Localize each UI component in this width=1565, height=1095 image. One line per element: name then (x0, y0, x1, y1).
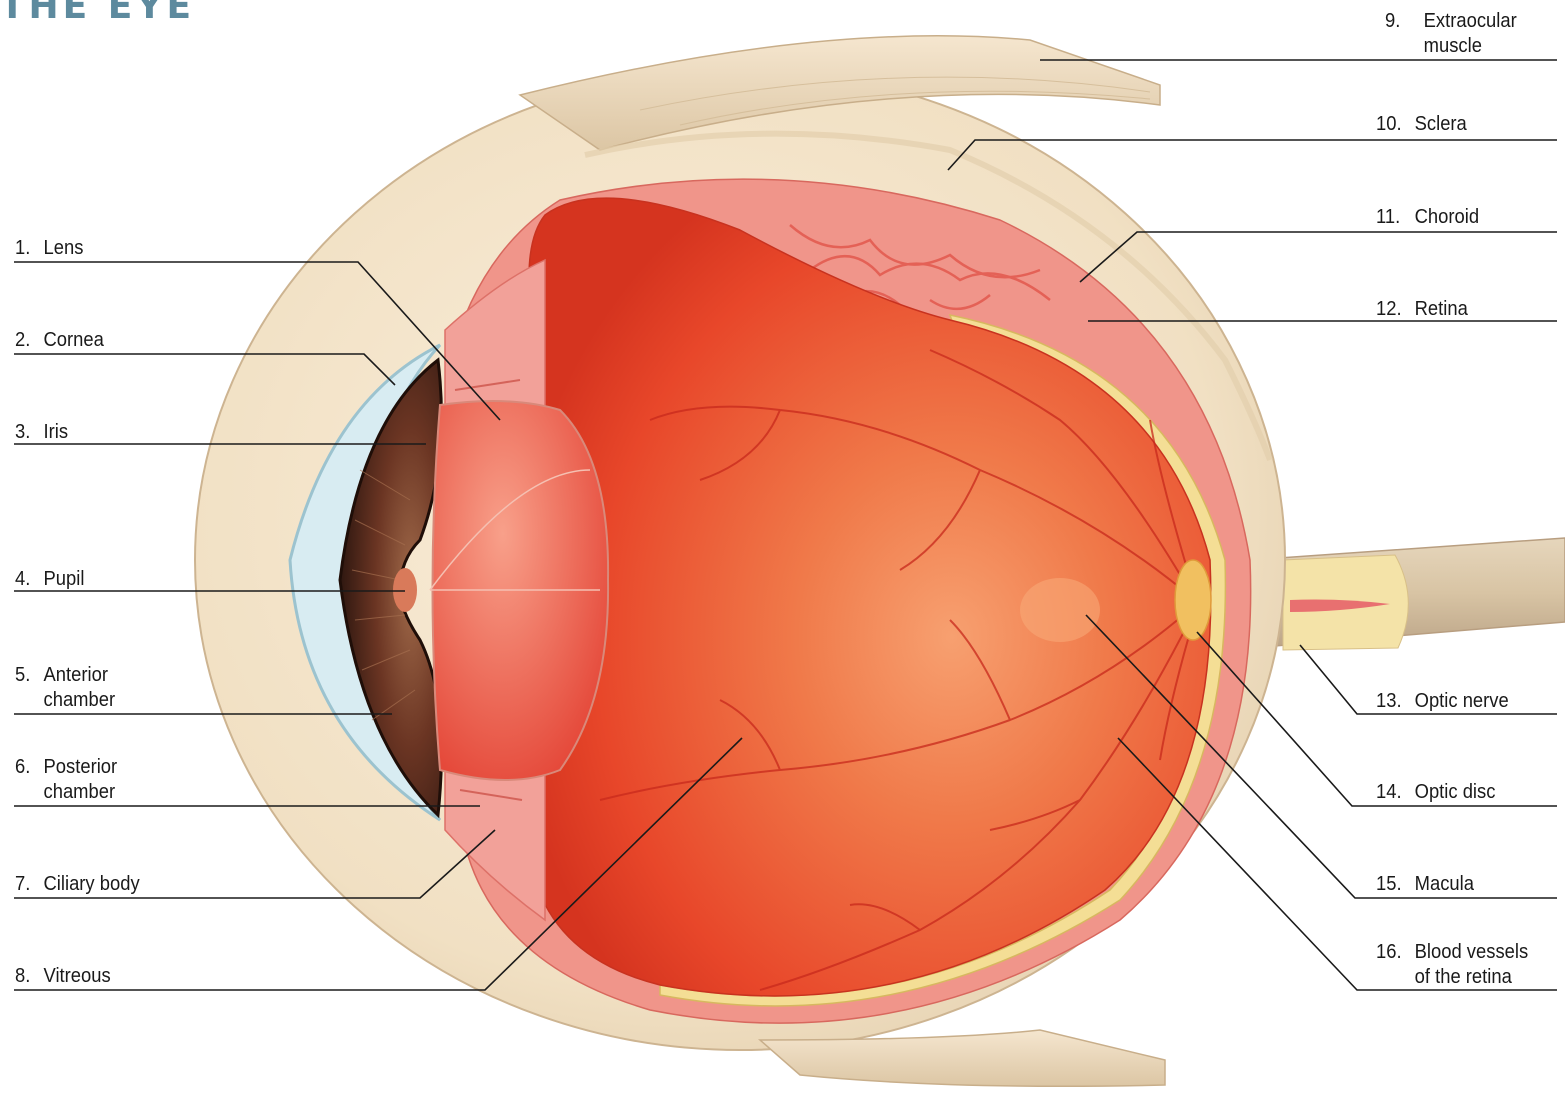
label-number: 1. (15, 236, 44, 261)
label-number: 7. (15, 872, 44, 897)
label-text: Cornea (44, 329, 104, 351)
label-iris: 3.Iris (15, 420, 68, 445)
page-title: THE EYE (0, 0, 195, 27)
label-sclera: 10.Sclera (1376, 112, 1467, 137)
label-text-line2: of the retina (1376, 965, 1528, 990)
label-blood-vessels: 16.Blood vessels of the retina (1376, 940, 1528, 990)
label-macula: 15.Macula (1376, 872, 1474, 897)
label-choroid: 11.Choroid (1376, 205, 1479, 230)
label-retina: 12.Retina (1376, 297, 1468, 322)
label-text: Pupil (44, 568, 85, 590)
label-text: Optic disc (1415, 781, 1496, 803)
label-text: Retina (1415, 298, 1468, 320)
label-text: Anterior (44, 664, 108, 686)
label-pupil: 4.Pupil (15, 567, 84, 592)
leader-cornea (14, 354, 395, 385)
label-text: Sclera (1415, 113, 1467, 135)
label-text-line2: muscle (1385, 34, 1517, 59)
label-number: 8. (15, 964, 44, 989)
leader-macula (1086, 615, 1557, 898)
label-number: 13. (1376, 689, 1415, 714)
label-number: 11. (1376, 205, 1415, 230)
label-text: Macula (1415, 873, 1474, 895)
label-number: 16. (1376, 940, 1415, 965)
label-extraocular-muscle: 9.Extraocular muscle (1385, 9, 1517, 59)
label-number: 6. (15, 755, 44, 780)
label-number: 15. (1376, 872, 1415, 897)
label-text: Ciliary body (44, 873, 140, 895)
label-optic-disc: 14.Optic disc (1376, 780, 1495, 805)
label-text: Iris (44, 421, 69, 443)
leader-vitreous (14, 738, 742, 990)
label-vitreous: 8.Vitreous (15, 964, 111, 989)
label-text-line2: chamber (15, 688, 115, 713)
label-number: 10. (1376, 112, 1415, 137)
label-anterior-chamber: 5.Anterior chamber (15, 663, 115, 713)
label-number: 5. (15, 663, 44, 688)
label-text: Vitreous (44, 965, 111, 987)
label-cornea: 2.Cornea (15, 328, 104, 353)
label-text: Choroid (1415, 206, 1479, 228)
label-number: 3. (15, 420, 44, 445)
label-number: 4. (15, 567, 44, 592)
label-text: Optic nerve (1415, 690, 1509, 712)
label-posterior-chamber: 6.Posterior chamber (15, 755, 117, 805)
label-number: 12. (1376, 297, 1415, 322)
label-ciliary-body: 7.Ciliary body (15, 872, 140, 897)
label-text-line2: chamber (15, 780, 117, 805)
leader-sclera (948, 140, 1557, 170)
label-text: Blood vessels (1415, 941, 1529, 963)
label-text: Extraocular (1424, 10, 1517, 32)
label-text: Posterior (44, 756, 118, 778)
leader-choroid (1080, 232, 1557, 282)
label-optic-nerve: 13.Optic nerve (1376, 689, 1509, 714)
label-number: 2. (15, 328, 44, 353)
label-text: Lens (44, 237, 84, 259)
label-number: 9. (1385, 9, 1424, 34)
label-number: 14. (1376, 780, 1415, 805)
label-lens: 1.Lens (15, 236, 83, 261)
